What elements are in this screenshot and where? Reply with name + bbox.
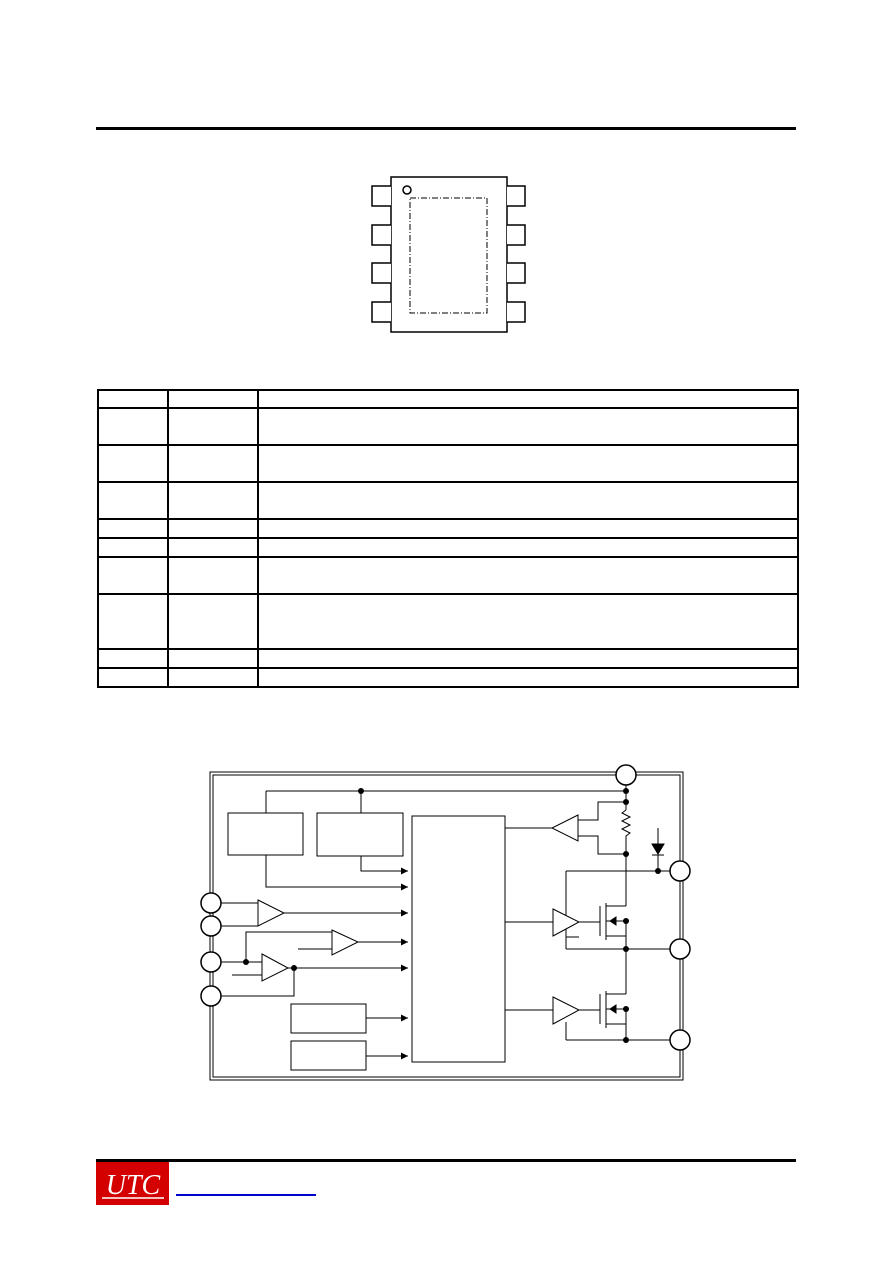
table-row — [97, 444, 799, 483]
ic-outline-inner — [212, 774, 681, 1078]
wire — [221, 968, 295, 997]
table-cell — [167, 648, 259, 669]
table-cell — [167, 444, 259, 483]
pin-left-1 — [371, 185, 391, 207]
pin-terminal-right-2 — [669, 938, 691, 960]
supply-rail — [266, 785, 627, 792]
header-rule — [96, 127, 796, 130]
table-row — [97, 667, 799, 688]
pin-terminal-left-1 — [200, 892, 222, 914]
pin-right-7 — [507, 224, 526, 246]
table-row — [97, 556, 799, 595]
pin1-marker — [402, 185, 412, 195]
block-oscillator — [316, 812, 404, 857]
block-regulator — [227, 812, 304, 856]
table-row — [97, 407, 799, 446]
mosfet-arrow — [609, 916, 617, 926]
table-row — [97, 648, 799, 669]
block-control-logic — [411, 815, 506, 1063]
table-cell — [97, 556, 169, 595]
table-row — [97, 518, 799, 539]
pin-right-6 — [507, 262, 526, 284]
junction-dot — [623, 1006, 629, 1012]
pin-terminal-left-3 — [200, 951, 222, 973]
comparator — [331, 929, 360, 956]
ic-outline-outer — [209, 771, 684, 1081]
pin-left-2 — [371, 224, 391, 246]
table-row — [97, 593, 799, 650]
wire — [578, 801, 626, 821]
header-description — [257, 389, 799, 409]
table-cell — [257, 556, 799, 595]
pin-right-5 — [507, 301, 526, 323]
sense-resistor — [620, 809, 632, 854]
table-cell — [257, 407, 799, 446]
comparator — [261, 953, 290, 982]
table-cell — [167, 537, 259, 558]
table-cell — [257, 593, 799, 650]
pin-configuration-diagram — [371, 176, 526, 333]
table-cell — [97, 667, 169, 688]
website-link[interactable] — [176, 1194, 316, 1196]
table-cell — [167, 556, 259, 595]
svg-text:UTC: UTC — [105, 1170, 160, 1201]
pin-left-3 — [371, 262, 391, 284]
wire — [578, 835, 626, 855]
table-cell — [167, 481, 259, 520]
table-cell — [257, 444, 799, 483]
gate-driver-low — [552, 996, 581, 1025]
table-cell — [97, 518, 169, 539]
exposed-pad — [409, 197, 488, 314]
pin-terminal-left-2 — [200, 915, 222, 937]
table-cell — [97, 407, 169, 446]
package-body — [390, 176, 508, 333]
wire — [265, 855, 408, 891]
pin-description-table — [97, 389, 799, 688]
pin-terminal-left-4 — [200, 985, 222, 1007]
mosfet-low — [599, 991, 607, 1028]
mosfet-high — [599, 903, 607, 940]
table-cell — [257, 481, 799, 520]
table-cell — [257, 648, 799, 669]
table-cell — [167, 667, 259, 688]
pin-left-4 — [371, 301, 391, 323]
pin-terminal-right-1 — [669, 860, 691, 882]
table-cell — [167, 593, 259, 650]
mosfet-arrow — [609, 1004, 617, 1014]
pin-terminal-top — [615, 764, 637, 786]
table-header-row — [97, 389, 799, 409]
wire — [245, 931, 332, 962]
table-row — [97, 481, 799, 520]
block-soft-start — [290, 1003, 367, 1034]
junction-dot — [623, 918, 629, 924]
table-cell — [167, 407, 259, 446]
pin-terminal-right-3 — [669, 1029, 691, 1051]
junction-dot — [243, 959, 249, 965]
table-cell — [97, 537, 169, 558]
diode-icon — [651, 843, 665, 855]
table-cell — [97, 481, 169, 520]
table-cell — [257, 667, 799, 688]
table-cell — [97, 444, 169, 483]
header-pin-no — [97, 389, 169, 409]
table-cell — [257, 537, 799, 558]
footer-rule — [96, 1159, 796, 1162]
block-thermal — [290, 1040, 367, 1071]
utc-logo-mark: UTC — [101, 1170, 164, 1201]
table-cell — [257, 518, 799, 539]
block-diagram — [200, 764, 691, 1081]
utc-logo: UTC — [96, 1162, 169, 1205]
table-cell — [97, 648, 169, 669]
wire — [360, 856, 408, 875]
pin-right-8 — [507, 185, 526, 207]
comparator — [257, 899, 286, 927]
current-sense-amp — [550, 814, 579, 842]
table-cell — [167, 518, 259, 539]
table-cell — [97, 593, 169, 650]
table-row — [97, 537, 799, 558]
header-pin-name — [167, 389, 259, 409]
